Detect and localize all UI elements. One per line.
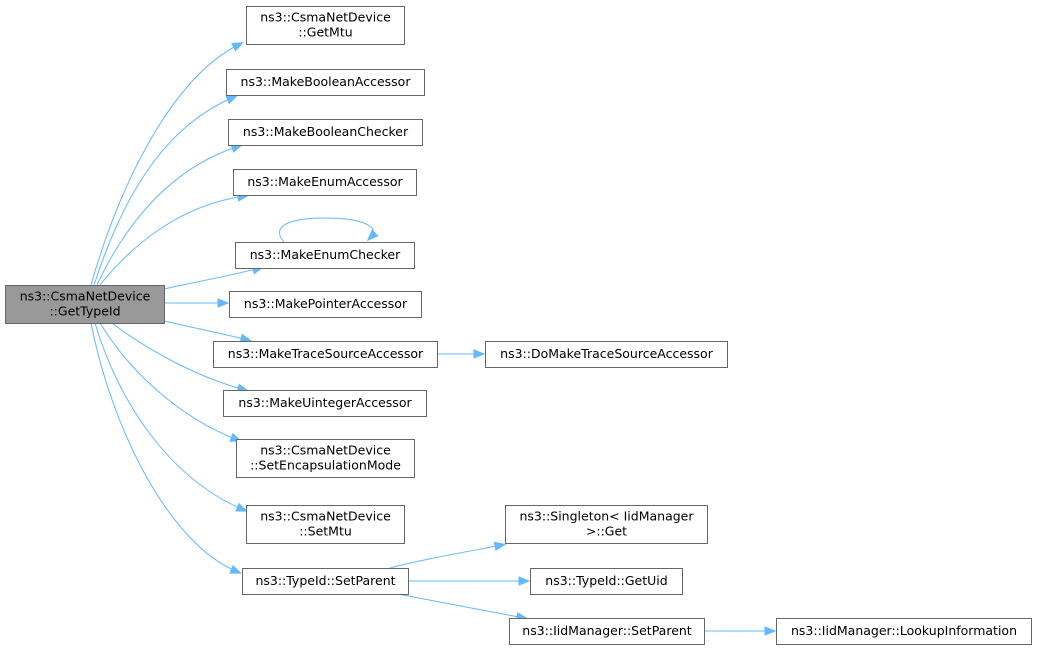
arrowhead-root-to-getmtu	[231, 42, 244, 52]
arrowhead-typeidsetparent-to-singletonget	[493, 541, 507, 552]
arrowhead-iidsetparent-to-lookupinfo	[764, 626, 777, 636]
edge-root-to-makeenumacc	[99, 195, 246, 286]
node-box	[246, 505, 405, 544]
node-domaketrace[interactable]: ns3::DoMakeTraceSourceAccessor	[485, 341, 728, 368]
node-label-line: ns3::MakeEnumAccessor	[247, 174, 403, 189]
edge-root-to-makeboolacc	[93, 96, 235, 286]
node-label-line: >::Get	[586, 524, 627, 539]
edge-typeidsetparent-to-singletonget	[389, 544, 503, 569]
node-label-line: ns3::MakeBooleanAccessor	[241, 74, 412, 89]
node-label-line: ::SetEncapsulationMode	[250, 458, 401, 473]
edge-root-to-makeenumchk	[163, 267, 261, 290]
node-label-line: ns3::CsmaNetDevice	[260, 10, 391, 25]
node-makeboolacc[interactable]: ns3::MakeBooleanAccessor	[226, 69, 425, 96]
node-box	[226, 69, 425, 96]
edge-makeenumchk-to-makeenumchk	[279, 217, 374, 243]
node-typeidgetuid[interactable]: ns3::TypeId::GetUid	[530, 568, 683, 595]
nodes-layer: ns3::CsmaNetDevice::GetTypeIdns3::CsmaNe…	[5, 6, 1032, 645]
node-makeboolchk[interactable]: ns3::MakeBooleanChecker	[228, 119, 423, 146]
node-label-line: ns3::MakePointerAccessor	[244, 296, 408, 311]
node-setencap[interactable]: ns3::CsmaNetDevice::SetEncapsulationMode	[236, 439, 415, 478]
node-box	[233, 169, 417, 196]
edge-root-to-setencap	[99, 322, 239, 441]
node-box	[213, 341, 438, 368]
node-label-line: ::SetMtu	[299, 524, 352, 539]
node-label-line: ns3::DoMakeTraceSourceAccessor	[500, 346, 714, 361]
node-makeuintacc[interactable]: ns3::MakeUintegerAccessor	[223, 390, 427, 417]
node-label-line: ::GetMtu	[298, 25, 352, 40]
node-box	[236, 439, 415, 478]
arrowhead-typeidsetparent-to-typeidgetuid	[518, 576, 531, 586]
node-lookupinfo[interactable]: ns3::IidManager::LookupInformation	[776, 618, 1032, 645]
node-label-line: ns3::MakeUintegerAccessor	[238, 395, 412, 410]
edge-root-to-setmtu	[94, 322, 245, 511]
edge-root-to-makeuintacc	[111, 322, 246, 391]
node-makeenumacc[interactable]: ns3::MakeEnumAccessor	[233, 169, 417, 196]
node-box	[228, 119, 423, 146]
arrowhead-makeenumchk-to-makeenumchk	[366, 229, 379, 242]
node-root[interactable]: ns3::CsmaNetDevice::GetTypeId	[5, 285, 165, 324]
arrowhead-root-to-makeptracc	[217, 298, 230, 308]
edge-root-to-typeidsetparent	[90, 322, 239, 573]
node-getmtu[interactable]: ns3::CsmaNetDevice::GetMtu	[246, 6, 405, 45]
node-label-line: ns3::MakeBooleanChecker	[243, 124, 409, 139]
node-box	[223, 390, 427, 417]
node-iidsetparent[interactable]: ns3::IidManager::SetParent	[509, 618, 705, 645]
arrowhead-root-to-typeidsetparent	[229, 564, 243, 574]
edges-layer	[90, 42, 777, 636]
node-label-line: ns3::MakeTraceSourceAccessor	[228, 346, 424, 361]
node-label-line: ns3::IidManager::LookupInformation	[791, 623, 1017, 638]
node-singletonget[interactable]: ns3::Singleton< IidManager>::Get	[505, 505, 708, 544]
node-label-line: ns3::CsmaNetDevice	[260, 509, 391, 524]
node-label-line: ns3::MakeEnumChecker	[250, 247, 401, 262]
node-label-line: ns3::IidManager::SetParent	[522, 623, 692, 638]
node-box	[485, 341, 728, 368]
arrowhead-maketraceacc-to-domaketrace	[473, 349, 486, 359]
node-typeidsetparent[interactable]: ns3::TypeId::SetParent	[242, 568, 409, 595]
arrowhead-root-to-setmtu	[235, 502, 249, 512]
arrowhead-root-to-makeboolacc	[225, 95, 239, 105]
node-box	[235, 242, 415, 269]
node-label-line: ns3::Singleton< IidManager	[519, 509, 694, 524]
node-box	[229, 291, 422, 318]
node-box	[530, 568, 683, 595]
node-label-line: ::GetTypeId	[49, 304, 120, 319]
node-box	[242, 568, 409, 595]
node-box	[505, 505, 708, 544]
node-maketraceacc[interactable]: ns3::MakeTraceSourceAccessor	[213, 341, 438, 368]
node-label-line: ns3::TypeId::GetUid	[545, 573, 667, 588]
node-box	[509, 618, 705, 645]
node-box	[5, 285, 165, 324]
node-setmtu[interactable]: ns3::CsmaNetDevice::SetMtu	[246, 505, 405, 544]
edge-root-to-getmtu	[90, 43, 241, 286]
edge-typeidsetparent-to-iidsetparent	[397, 593, 525, 619]
node-label-line: ns3::CsmaNetDevice	[260, 443, 391, 458]
edge-root-to-maketraceacc	[163, 320, 249, 341]
node-makeptracc[interactable]: ns3::MakePointerAccessor	[229, 291, 422, 318]
node-label-line: ns3::CsmaNetDevice	[20, 289, 151, 304]
node-makeenumchk[interactable]: ns3::MakeEnumChecker	[235, 242, 415, 269]
edge-root-to-makeboolchk	[96, 145, 240, 286]
node-box	[776, 618, 1032, 645]
node-label-line: ns3::TypeId::SetParent	[255, 573, 395, 588]
node-box	[246, 6, 405, 45]
